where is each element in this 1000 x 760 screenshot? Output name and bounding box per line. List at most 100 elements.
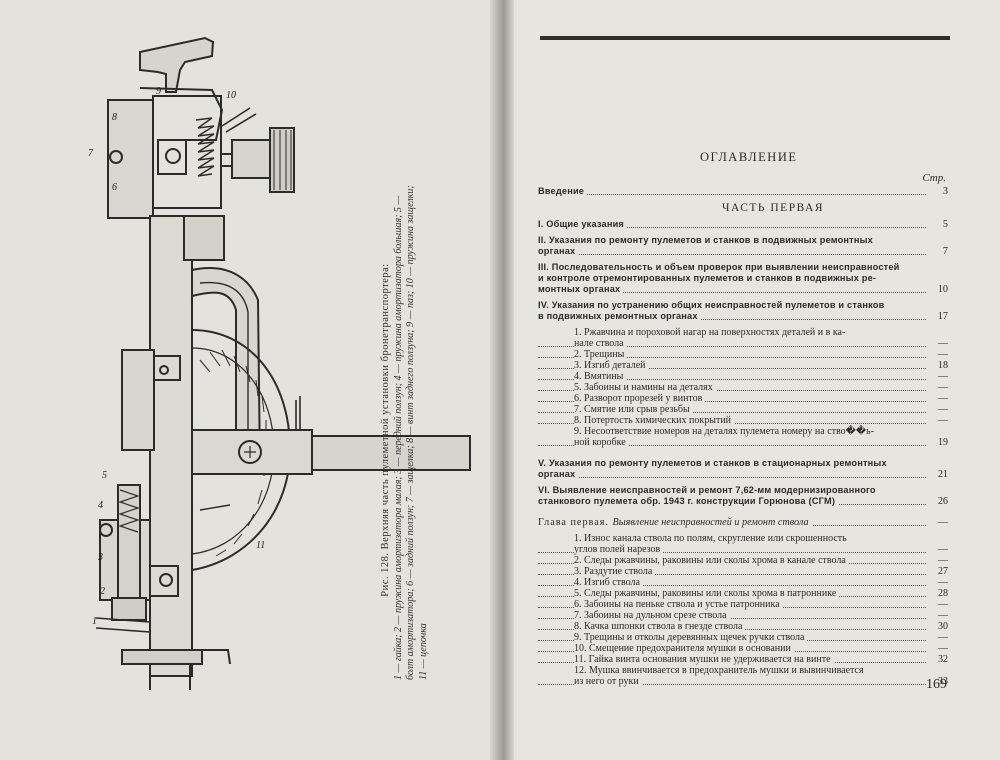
entry-page: 3 bbox=[942, 186, 948, 197]
toc-section: VI. Выявление неисправностей и ремонт 7,… bbox=[538, 485, 948, 507]
entry-text: и контроле отремонтированных пулеметов и… bbox=[538, 273, 880, 283]
callout-5: 5 bbox=[102, 470, 107, 481]
entry-text: органах bbox=[538, 469, 579, 479]
toc-chapter: Глава первая. Выявление неисправностей и… bbox=[538, 517, 948, 528]
entry-text: 9. Трещины и отколы деревянных щечек руч… bbox=[574, 632, 808, 643]
toc-subitem: 11. Гайка винта основания мушки не удерж… bbox=[538, 654, 948, 665]
entry-page: 26 bbox=[937, 496, 948, 507]
chapter-prefix: Глава первая. bbox=[538, 517, 613, 528]
toc-subitem: 1. Ржавчина и пороховой нагар на поверхн… bbox=[538, 327, 948, 349]
toc-subitem: 9. Несоответствие номеров на деталях пул… bbox=[538, 426, 948, 448]
callout-4: 4 bbox=[98, 500, 103, 511]
dot-leader bbox=[538, 194, 926, 195]
toc-subitem: 9. Трещины и отколы деревянных щечек руч… bbox=[538, 632, 948, 643]
entry-text: станкового пулемета обр. 1943 г. констру… bbox=[538, 496, 839, 506]
entry-text: 3. Изгиб деталей bbox=[574, 360, 649, 371]
dot-leader bbox=[538, 684, 926, 685]
entry-page: 18 bbox=[938, 360, 948, 371]
entry-page: — bbox=[938, 643, 948, 654]
entry-text: 10. Смещение предохранителя мушки в осно… bbox=[574, 643, 794, 654]
entry-text: 8. Потертость химических покрытий bbox=[574, 415, 735, 426]
toc-title: ОГЛАВЛЕНИЕ bbox=[700, 150, 798, 164]
entry-page: 7 bbox=[942, 246, 948, 257]
dot-leader bbox=[538, 585, 926, 586]
entry-text: 5. Забоины и намины на деталях bbox=[574, 382, 716, 393]
dot-leader bbox=[538, 477, 926, 478]
chapter-title: Выявление неисправностей и ремонт ствола bbox=[612, 517, 809, 528]
page-column-label: Стр. bbox=[922, 172, 946, 184]
entry-page: 5 bbox=[942, 219, 948, 230]
callout-10: 10 bbox=[226, 90, 236, 101]
toc-entry-intro: Введение 3 bbox=[538, 186, 948, 197]
dot-leader bbox=[538, 574, 926, 575]
entry-text: монтных органах bbox=[538, 284, 624, 294]
entry-text: I. Общие указания bbox=[538, 219, 627, 229]
dot-leader bbox=[538, 357, 926, 358]
toc-subitem: 3. Изгиб деталей 18 bbox=[538, 360, 948, 371]
dot-leader bbox=[538, 368, 926, 369]
entry-page: 33 bbox=[938, 676, 948, 687]
entry-text: 5. Следы ржавчины, раковины или сколы хр… bbox=[574, 588, 840, 599]
entry-page: — bbox=[937, 517, 948, 528]
toc-section: IV. Указания по устранению общих неиспра… bbox=[538, 300, 948, 322]
toc-subitem: 8. Потертость химических покрытий— bbox=[538, 415, 948, 426]
entry-page: 21 bbox=[937, 469, 948, 480]
entry-text: IV. Указания по устранению общих неиспра… bbox=[538, 300, 888, 310]
entry-page: — bbox=[938, 610, 948, 621]
entry-page: — bbox=[938, 371, 948, 382]
entry-page: — bbox=[938, 632, 948, 643]
entry-text: 2. Следы ржавчины, раковины или сколы хр… bbox=[574, 555, 849, 566]
toc-subitem: 10. Смещение предохранителя мушки в осно… bbox=[538, 643, 948, 654]
entry-text: V. Указания по ремонту пулеметов и станк… bbox=[538, 458, 890, 468]
entry-page: — bbox=[938, 577, 948, 588]
entry-page: 30 bbox=[938, 621, 948, 632]
dot-leader bbox=[538, 254, 926, 255]
entry-page: 17 bbox=[937, 311, 948, 322]
entry-page: 28 bbox=[938, 588, 948, 599]
entry-text: 9. Несоответствие номеров на деталях пул… bbox=[574, 426, 878, 437]
entry-text: 1. Ржавчина и пороховой нагар на поверхн… bbox=[574, 327, 849, 338]
entry-text: из него от руки bbox=[574, 676, 642, 687]
entry-page: — bbox=[938, 555, 948, 566]
dot-leader bbox=[538, 292, 926, 293]
toc-section: II. Указания по ремонту пулеметов и стан… bbox=[538, 235, 948, 257]
entry-text: Глава первая. Выявление неисправностей и… bbox=[538, 517, 812, 528]
callout-11: 11 bbox=[256, 540, 265, 551]
dot-leader bbox=[538, 379, 926, 380]
entry-text: ной коробке bbox=[574, 437, 629, 448]
caption-title: Рис. 128. Верхняя часть пулеметной устан… bbox=[380, 263, 391, 597]
toc-section: V. Указания по ремонту пулеметов и станк… bbox=[538, 458, 948, 480]
entry-text: 6. Забоины на пеньке ствола и устье патр… bbox=[574, 599, 783, 610]
entry-text: 12. Мушка ввинчивается в предохранитель … bbox=[574, 665, 867, 676]
entry-text: 4. Изгиб ствола bbox=[574, 577, 643, 588]
part-heading: ЧАСТЬ ПЕРВАЯ bbox=[721, 202, 825, 214]
entry-page: 27 bbox=[938, 566, 948, 577]
page-number: 169 bbox=[926, 677, 947, 692]
entry-text: 8. Качка шпонки ствола в гнезде ствола bbox=[574, 621, 746, 632]
entry-page: 10 bbox=[937, 284, 948, 295]
entry-page: — bbox=[938, 338, 948, 349]
entry-text: углов полей нарезов bbox=[574, 544, 664, 555]
dot-leader bbox=[538, 552, 926, 553]
entry-text: нале ствола bbox=[574, 338, 627, 349]
entry-page: — bbox=[938, 599, 948, 610]
toc-subitem: 4. Изгиб ствола — bbox=[538, 577, 948, 588]
dot-leader bbox=[538, 390, 926, 391]
entry-text: 7. Смятие или срыв резьбы bbox=[574, 404, 693, 415]
toc-subitem: 4. Вмятины— bbox=[538, 371, 948, 382]
entry-text: 2. Трещины bbox=[574, 349, 628, 360]
entry-text: 11. Гайка винта основания мушки не удерж… bbox=[574, 654, 834, 665]
callout-7: 7 bbox=[88, 148, 94, 159]
entry-page: — bbox=[938, 382, 948, 393]
entry-page: — bbox=[938, 544, 948, 555]
book-gutter bbox=[490, 0, 514, 760]
toc-subitem: 2. Следы ржавчины, раковины или сколы хр… bbox=[538, 555, 948, 566]
dot-leader bbox=[538, 227, 926, 228]
toc-section: I. Общие указания 5 bbox=[538, 219, 948, 230]
entry-page: — bbox=[938, 393, 948, 404]
entry-text: 7. Забоины на дульном срезе ствола bbox=[574, 610, 730, 621]
toc-subitem: 8. Качка шпонки ствола в гнезде ствола 30 bbox=[538, 621, 948, 632]
entry-text: Введение bbox=[538, 186, 588, 196]
toc-subitem: 7. Смятие или срыв резьбы— bbox=[538, 404, 948, 415]
